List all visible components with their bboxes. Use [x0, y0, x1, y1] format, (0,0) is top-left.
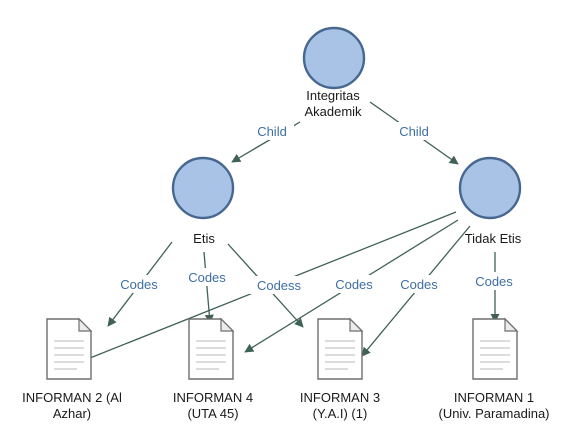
- node-label-line-2: Akademik: [304, 104, 362, 119]
- edge-label-codes-tidak-inf1: Codes: [475, 274, 513, 289]
- node-tidak-etis[interactable]: Tidak Etis: [458, 156, 522, 246]
- node-label-line-2: (UTA 45): [187, 406, 238, 421]
- node-label-line-1: Tidak Etis: [465, 231, 522, 246]
- node-label-line-2: Azhar): [53, 406, 91, 421]
- edge-label-codes-tidak-inf3: Codes: [400, 277, 438, 292]
- document-icon: [46, 317, 93, 380]
- circle-code-icon: [171, 156, 235, 220]
- circle-code-icon: [302, 26, 366, 90]
- node-label-line-1: INFORMAN 3: [300, 390, 380, 405]
- edge-label-codes-etis-inf2: Codes: [120, 277, 158, 292]
- node-label-line-1: INFORMAN 1: [454, 390, 534, 405]
- document-icon: [472, 317, 519, 380]
- node-label-line-1: INFORMAN 2 (Al: [22, 390, 122, 405]
- circle-code-icon: [458, 156, 522, 220]
- node-informan-2[interactable]: INFORMAN 2 (Al Azhar): [22, 317, 122, 421]
- edge-label-codes-tidak-inf4: Codes: [335, 277, 373, 292]
- node-label-line-1: Integritas: [306, 88, 360, 103]
- node-label-line-2: (Y.A.I) (1): [313, 406, 368, 421]
- edge-label-codes-etis-inf4: Codes: [188, 270, 226, 285]
- document-icon: [317, 317, 364, 380]
- edge-label-child-left: Child: [257, 124, 287, 139]
- edge-labels: Child Child Codes Codes Codess Codes Cod…: [113, 122, 520, 294]
- node-etis[interactable]: Etis: [171, 156, 235, 246]
- node-informan-3[interactable]: INFORMAN 3 (Y.A.I) (1): [300, 317, 380, 421]
- node-label-line-2: (Univ. Paramadina): [438, 406, 549, 421]
- node-integritas-akademik[interactable]: Integritas Akademik: [302, 26, 366, 119]
- edge-label-child-right: Child: [399, 124, 429, 139]
- edges: [79, 101, 500, 364]
- edge-label-codess-etis-inf3: Codess: [257, 278, 302, 293]
- node-informan-1[interactable]: INFORMAN 1 (Univ. Paramadina): [438, 317, 550, 421]
- node-informan-4[interactable]: INFORMAN 4 (UTA 45): [173, 317, 253, 421]
- node-label-line-1: INFORMAN 4: [173, 390, 253, 405]
- document-icon: [188, 317, 235, 380]
- node-label-line-1: Etis: [193, 231, 215, 246]
